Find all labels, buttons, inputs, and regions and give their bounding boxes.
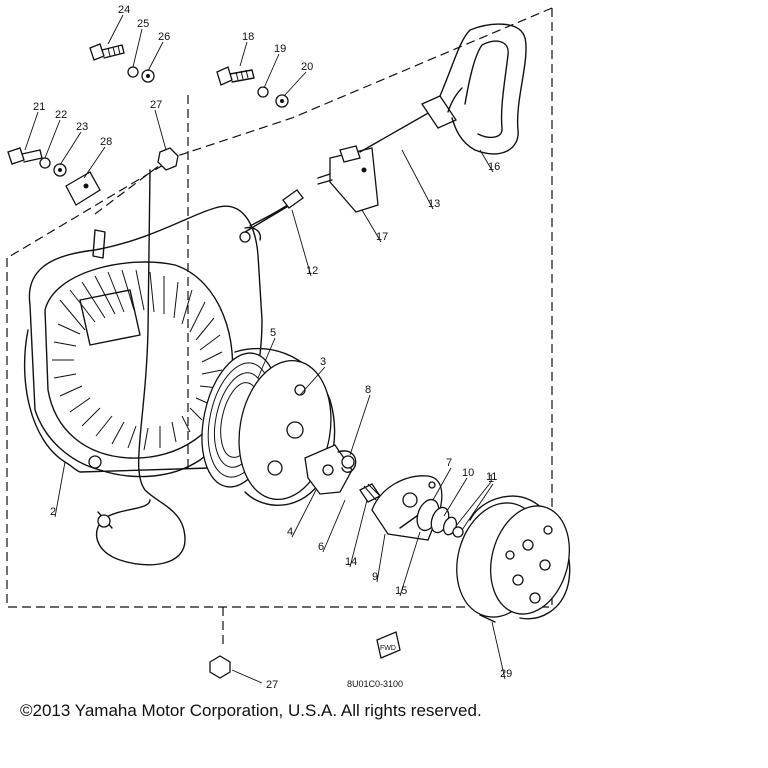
callout-29: 29	[500, 668, 512, 680]
leader-line-22	[44, 119, 61, 159]
center-fasteners	[416, 498, 464, 538]
leader-line-11	[455, 481, 492, 527]
leader-line-3	[299, 366, 326, 396]
callout-3: 3	[320, 356, 326, 368]
leader-line-1	[461, 483, 494, 531]
leader-line-29	[491, 621, 506, 680]
callout-26: 26	[158, 31, 170, 43]
callout-8: 8	[365, 384, 371, 396]
callout-15: 15	[395, 585, 407, 597]
starter-rope	[244, 189, 304, 233]
callout-22: 22	[55, 109, 67, 121]
leader-line-10	[443, 477, 468, 517]
leader-line-5	[257, 337, 276, 379]
callout-6: 6	[318, 541, 324, 553]
leader-line-7	[432, 467, 452, 501]
starter-cup	[456, 495, 571, 623]
leader-line-20	[283, 71, 307, 97]
leader-line-12	[291, 209, 312, 277]
leader-line-14	[349, 499, 368, 568]
callout-14: 14	[345, 556, 357, 568]
callout-20: 20	[301, 61, 313, 73]
stop-switch-wire	[95, 169, 186, 566]
callout-27: 27	[150, 99, 162, 111]
starter-handle	[359, 23, 527, 155]
callout-10: 10	[462, 467, 474, 479]
leader-line-16	[479, 149, 494, 173]
callout-7: 7	[446, 457, 452, 469]
diagram-code: 8U01C0-3100	[347, 679, 403, 689]
leader-line-27	[154, 109, 167, 151]
leader-line-2	[54, 461, 66, 518]
leader-line-17	[361, 209, 382, 243]
assembly-outline	[6, 7, 553, 645]
leader-line-15	[399, 531, 421, 597]
leader-line-28	[83, 146, 106, 179]
leader-line-24	[107, 14, 124, 45]
leader-line-23	[59, 131, 82, 166]
callout-2: 2	[50, 506, 56, 518]
callout-5: 5	[270, 327, 276, 339]
leader-line-25	[132, 28, 143, 68]
callout-27-bottom: 27	[266, 679, 278, 691]
callout-12: 12	[306, 265, 318, 277]
callout-21: 21	[33, 101, 45, 113]
leader-line-21	[24, 111, 39, 151]
leader-line-4	[291, 489, 317, 538]
callout-17: 17	[376, 231, 388, 243]
leader-line-26	[147, 41, 164, 72]
leader-line-6	[322, 499, 346, 553]
leader-line-18	[239, 41, 248, 67]
leader-line-27-bottom	[231, 669, 263, 684]
callout-16: 16	[488, 161, 500, 173]
callout-1: 1	[488, 473, 494, 485]
callout-23: 23	[76, 121, 88, 133]
leader-line-19	[263, 53, 280, 89]
leader-line-13	[401, 149, 434, 210]
copyright-notice: ©2013 Yamaha Motor Corporation, U.S.A. A…	[20, 701, 482, 720]
callout-19: 19	[274, 43, 286, 55]
leader-line-9	[376, 533, 386, 583]
callout-25: 25	[137, 18, 149, 30]
fasteners-top: FWD	[7, 43, 401, 679]
callout-11: 11	[486, 471, 497, 483]
front-tag-label: FWD	[380, 645, 396, 652]
leader-line-8	[349, 394, 371, 456]
callout-9: 9	[372, 571, 378, 583]
callout-4: 4	[287, 526, 293, 538]
callout-28: 28	[100, 136, 112, 148]
rope-guide	[317, 145, 379, 213]
callout-13: 13	[428, 198, 440, 210]
callout-24: 24	[118, 4, 130, 16]
callout-18: 18	[242, 31, 254, 43]
ratchet-pawl	[304, 444, 357, 495]
